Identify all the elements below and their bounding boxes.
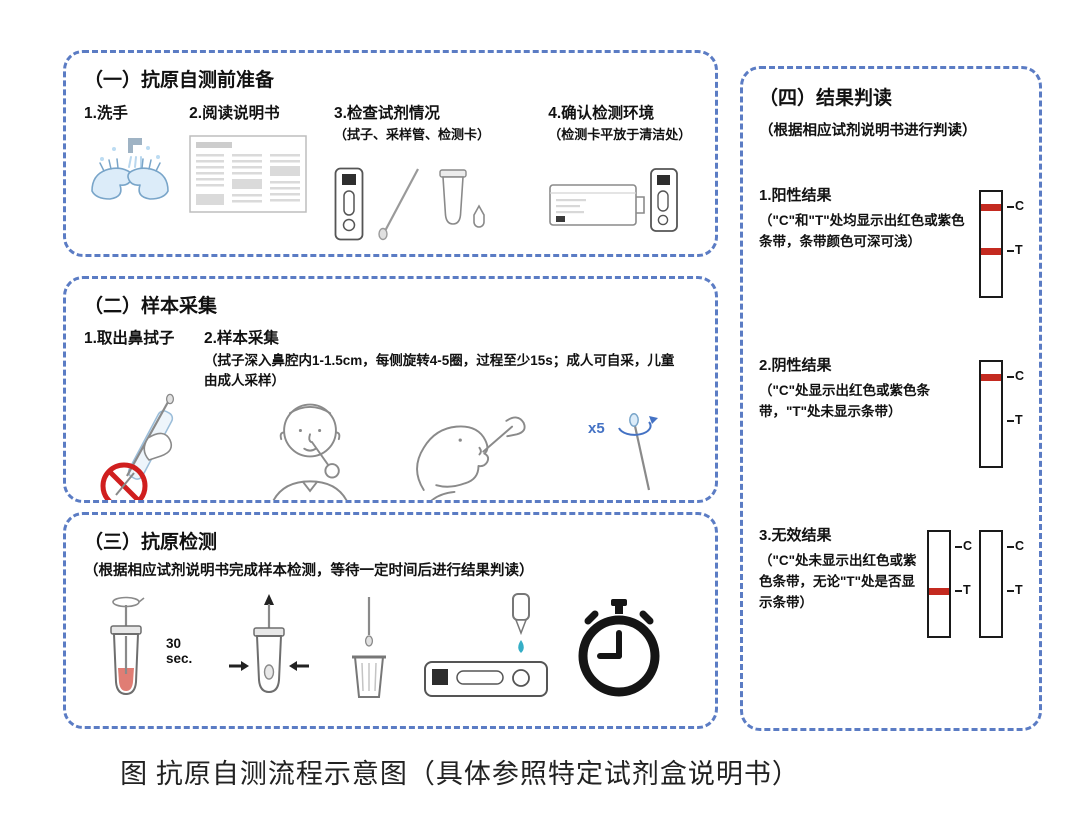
t-letter: T <box>1015 413 1023 427</box>
prep-step-3-label: 3.检查试剂情况 <box>333 105 440 122</box>
wash-hands-icon <box>84 135 189 215</box>
negative-result-strips: C T <box>979 354 1025 474</box>
nasal-swab-icon <box>370 165 428 241</box>
preparation-steps: 1.洗手 <box>84 101 697 241</box>
panel-preparation: （一）抗原自测前准备 1.洗手 <box>63 50 718 257</box>
prep-step-4-note: （检测卡平放于清洁处） <box>548 127 692 142</box>
prep-step-3-note: （拭子、采样管、检测卡） <box>333 127 490 142</box>
t-letter: T <box>1015 583 1023 597</box>
invalid-result-text: 3.无效结果 （"C"处未显示出红色或紫色条带，无论"T"处是否显示条带） <box>759 524 927 644</box>
collect-step-1-label: 1.取出鼻拭子 <box>84 330 175 347</box>
result-title: （四）结果判读 <box>759 88 893 109</box>
positive-result-label: 1.阳性结果 <box>759 187 832 204</box>
negative-result-row: 2.阴性结果 （"C"处显示出红色或紫色条带，"T"处未显示条带） C T <box>759 354 1025 474</box>
positive-result-strips: C T <box>979 184 1025 304</box>
c-letter: C <box>1015 369 1025 383</box>
prep-step-4-icons <box>548 153 697 237</box>
rotate-five-times-group: x5 <box>588 406 665 494</box>
collect-step-2-note: （拭子深入鼻腔内1-1.5cm，每侧旋转4-5圈，过程至少15s；成人可自采，儿… <box>204 353 675 388</box>
panel-sample-collection: （二）样本采集 1.取出鼻拭子 2.样本采集 （拭子深入鼻腔内1-1.5cm，每… <box>63 276 718 503</box>
prep-step-2-label: 2.阅读说明书 <box>189 105 280 122</box>
test-strip <box>979 530 1003 638</box>
collection-icons: x5 <box>84 392 697 500</box>
testing-icons: 30 sec. <box>84 592 697 704</box>
prep-step-3: 3.检查试剂情况 （拭子、采样管、检测卡） <box>334 101 548 241</box>
panel-antigen-testing: （三）抗原检测 （根据相应试剂说明书完成样本检测，等待一定时间后进行结果判读） … <box>63 512 718 729</box>
stir-tube-group: 30 sec. <box>94 592 197 704</box>
remove-swab-warning-icon <box>90 392 195 500</box>
squeeze-tube-icon <box>221 592 317 704</box>
negative-test-strip: C T <box>979 360 1025 474</box>
testing-title: （三）抗原检测 <box>84 532 218 553</box>
invalid-result-label: 3.无效结果 <box>759 527 832 544</box>
positive-result-row: 1.阳性结果 （"C"和"T"处均显示出红色或紫色条带，条带颜色可深可浅） C … <box>759 184 1025 304</box>
figure-caption: 图 抗原自测流程示意图（具体参照特定试剂盒说明书） <box>120 759 800 789</box>
prep-step-4: 4.确认检测环境 （检测卡平放于清洁处） <box>548 101 697 241</box>
child-swab-by-adult-icon <box>396 394 536 500</box>
c-line-band <box>981 374 1001 381</box>
test-strip <box>979 190 1003 298</box>
c-line-band <box>981 204 1001 211</box>
t-line-band <box>929 588 949 595</box>
invalid-test-strip-blank: C T <box>979 530 1025 644</box>
c-tick <box>1007 206 1014 208</box>
t-letter: T <box>1015 243 1023 257</box>
sample-tube-icon <box>434 167 488 241</box>
stir-tube-icon <box>94 592 158 704</box>
collection-title: （二）样本采集 <box>84 296 218 317</box>
test-strip <box>927 530 951 638</box>
c-tick <box>1007 376 1014 378</box>
negative-result-label: 2.阴性结果 <box>759 357 832 374</box>
flat-test-card-icon <box>548 165 682 237</box>
drip-sample-icon <box>421 592 551 704</box>
c-letter: C <box>1015 199 1025 213</box>
t-tick <box>1007 420 1014 422</box>
invalid-result-desc: （"C"处未显示出红色或紫色条带，无论"T"处是否显示条带） <box>759 553 917 610</box>
adult-self-swab-icon <box>253 394 368 500</box>
x5-label: x5 <box>588 420 605 438</box>
result-subtitle: （根据相应试剂说明书进行判读） <box>759 123 977 139</box>
collection-steps: 1.取出鼻拭子 2.样本采集 （拭子深入鼻腔内1-1.5cm，每侧旋转4-5圈，… <box>84 326 697 390</box>
test-cassette-icon <box>334 167 364 241</box>
t-tick <box>1007 590 1014 592</box>
t-line-band <box>981 248 1001 255</box>
testing-note: （根据相应试剂说明书完成样本检测，等待一定时间后进行结果判读） <box>84 563 534 579</box>
preparation-title: （一）抗原自测前准备 <box>84 70 275 91</box>
test-strip <box>979 360 1003 468</box>
positive-result-desc: （"C"和"T"处均显示出红色或紫色条带，条带颜色可深可浅） <box>759 213 965 249</box>
t-tick <box>1007 250 1014 252</box>
negative-result-desc: （"C"处显示出红色或紫色条带，"T"处未显示条带） <box>759 383 931 419</box>
discard-swab-icon <box>341 595 397 701</box>
instruction-manual-icon <box>189 135 334 213</box>
collect-step-2: 2.样本采集 （拭子深入鼻腔内1-1.5cm，每侧旋转4-5圈，过程至少15s；… <box>204 326 682 390</box>
t-letter: T <box>963 583 971 597</box>
prep-step-2: 2.阅读说明书 <box>189 101 334 241</box>
invalid-test-strip-t-only: C T <box>927 530 973 644</box>
invalid-result-strips: C T C T <box>927 524 1025 644</box>
c-tick <box>1007 546 1014 548</box>
timer-clock-icon <box>575 599 663 697</box>
panel-result-interpretation: （四）结果判读 （根据相应试剂说明书进行判读） 1.阳性结果 （"C"和"T"处… <box>740 66 1042 731</box>
c-tick <box>955 546 962 548</box>
invalid-result-row: 3.无效结果 （"C"处未显示出红色或紫色条带，无论"T"处是否显示条带） C … <box>759 524 1025 644</box>
thirty-seconds-label: 30 sec. <box>166 636 193 667</box>
negative-result-text: 2.阴性结果 （"C"处显示出红色或紫色条带，"T"处未显示条带） <box>759 354 979 474</box>
collect-step-2-label: 2.样本采集 <box>204 330 279 347</box>
positive-result-text: 1.阳性结果 （"C"和"T"处均显示出红色或紫色条带，条带颜色可深可浅） <box>759 184 979 304</box>
prep-step-4-label: 4.确认检测环境 <box>548 105 655 122</box>
prep-step-1-label: 1.洗手 <box>84 105 128 122</box>
t-tick <box>955 590 962 592</box>
c-letter: C <box>963 539 973 553</box>
c-letter: C <box>1015 539 1025 553</box>
rotating-swab-icon <box>609 406 665 494</box>
prep-step-1: 1.洗手 <box>84 101 189 241</box>
positive-test-strip: C T <box>979 190 1025 304</box>
prep-step-3-icons <box>334 153 548 241</box>
